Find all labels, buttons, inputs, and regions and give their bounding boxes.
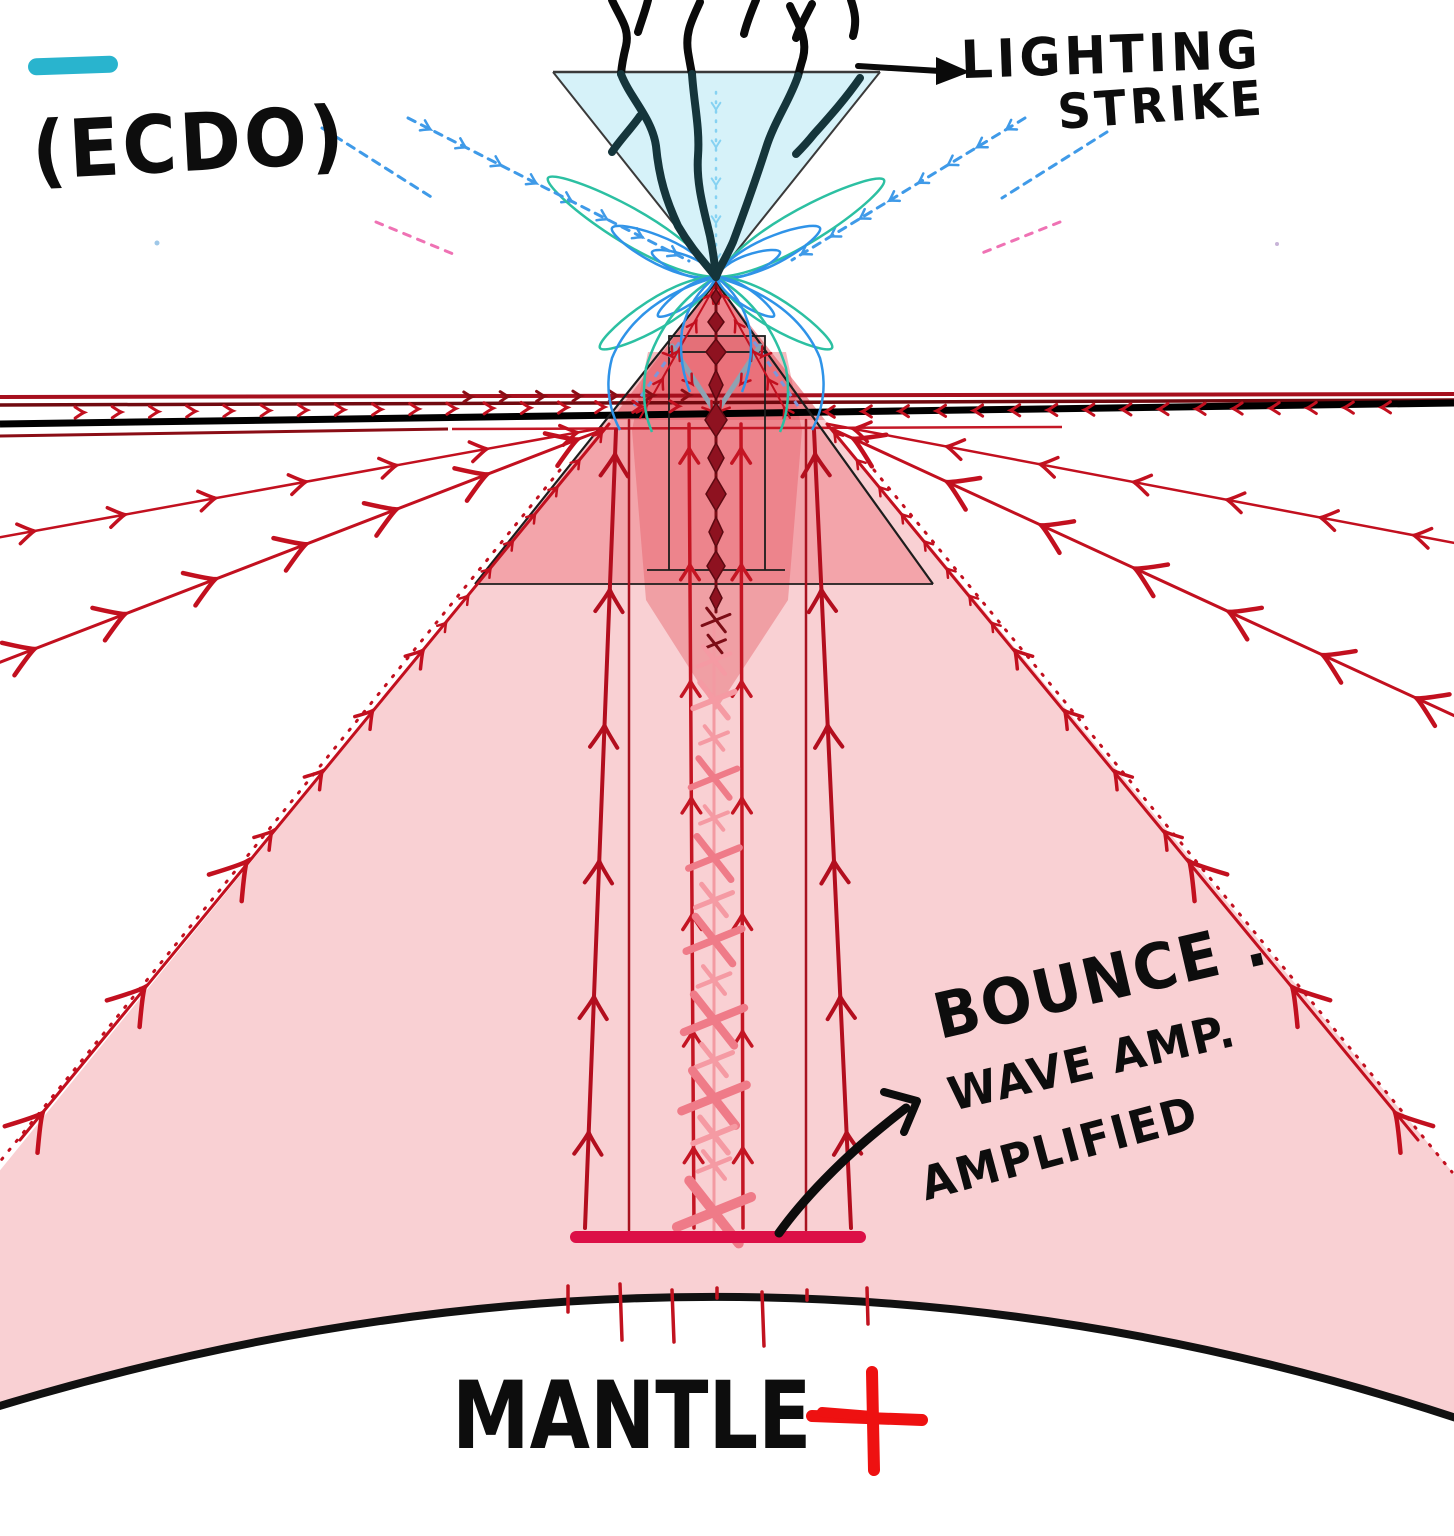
lightning-arrow-shaft <box>855 63 943 74</box>
dashed-ray-right-barbed <box>790 116 1027 262</box>
cone-edge-dotted-lines <box>0 468 1454 1174</box>
descending-wave-lines <box>572 418 864 1232</box>
standing-wave-chain <box>671 280 757 1249</box>
bounce-arrow-shaft <box>774 1103 911 1238</box>
color-key-teal-dash <box>27 55 119 76</box>
lightning-arrow-head-icon <box>936 57 970 85</box>
wave-cone-fill <box>0 282 1454 1536</box>
stray-dot-left <box>154 240 160 246</box>
mantle-tick-marks <box>566 1282 870 1348</box>
wave-rays <box>0 118 1454 1156</box>
bounce-arrow-head-icon <box>880 1088 921 1136</box>
dashed-ray-left-barbed <box>406 116 691 263</box>
dashed-ray-right-plain <box>1000 130 1109 200</box>
dashed-ray-left-plain <box>320 126 438 202</box>
label-lightning-line2: STRIKE <box>1055 69 1268 141</box>
label-mantle: MANTLE <box>452 1362 812 1471</box>
pink-dash-left <box>374 220 460 258</box>
mantle-fill <box>0 1297 1454 1536</box>
mantle-region <box>0 1282 1454 1536</box>
incoming-dashed-rays <box>154 116 1279 263</box>
pink-dash-right <box>980 220 1062 255</box>
mantle-arc <box>0 1293 1454 1422</box>
title-ecdo: (ECDO) <box>29 89 349 199</box>
stray-dot-right <box>1275 242 1279 246</box>
mantle-plus-icon <box>806 1366 928 1476</box>
dipole-field-loops <box>546 175 886 351</box>
annotation-arrows <box>774 57 970 1476</box>
underground-field-arcs <box>607 275 825 433</box>
lightning-bolt <box>608 0 864 281</box>
bounce-reflector-bar <box>570 1231 866 1243</box>
periwinkle-dashes <box>632 335 800 407</box>
